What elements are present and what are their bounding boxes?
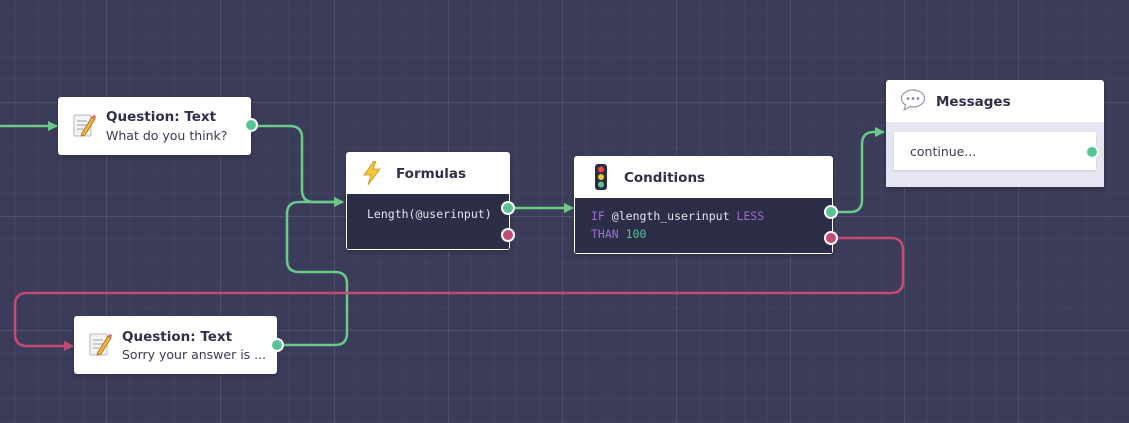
question-text-node-2[interactable]: Question: Text Sorry your answer is ... xyxy=(74,316,284,374)
memo-pencil-icon xyxy=(73,114,96,137)
messages-body: continue... xyxy=(886,122,1104,187)
output-port-success[interactable] xyxy=(244,118,258,132)
formula-code: Length(@userinput) xyxy=(347,194,509,249)
formulas-node[interactable]: Formulas Length(@userinput) xyxy=(346,152,515,250)
memo-pencil-icon xyxy=(89,333,112,356)
wire-conditions-to-messages xyxy=(830,127,885,214)
formula-expression: Length(@userinput) xyxy=(367,207,492,221)
output-port-success[interactable] xyxy=(1085,145,1099,159)
keyword-than: THAN xyxy=(591,227,619,241)
node-subtitle: Sorry your answer is ... xyxy=(122,347,267,362)
node-title: Question: Text xyxy=(122,329,233,345)
output-port-failure[interactable] xyxy=(501,228,515,242)
node-title: Question: Text xyxy=(106,109,217,125)
condition-value: 100 xyxy=(625,227,647,241)
node-subtitle: What do you think? xyxy=(106,128,228,143)
wire-question-1-to-formulas xyxy=(249,124,344,207)
message-text: continue... xyxy=(910,144,977,159)
traffic-light-icon xyxy=(595,164,607,190)
keyword-if: IF xyxy=(591,209,605,223)
messages-node[interactable]: Messages continue... xyxy=(886,80,1104,187)
condition-code: IF @length_userinput LESS THAN 100 xyxy=(575,198,832,253)
message-item[interactable]: continue... xyxy=(894,132,1096,170)
output-port-success[interactable] xyxy=(501,201,515,215)
output-port-failure[interactable] xyxy=(824,231,838,245)
condition-variable: @length_userinput xyxy=(611,209,730,223)
node-title: Conditions xyxy=(624,170,706,186)
conditions-node[interactable]: Conditions IF @length_userinput LESS THA… xyxy=(574,156,838,254)
output-port-success[interactable] xyxy=(824,205,838,219)
speech-bubble-icon xyxy=(900,89,926,111)
question-text-node-1[interactable]: Question: Text What do you think? xyxy=(58,97,258,155)
wire-question-2-to-formulas xyxy=(275,197,349,347)
output-port-success[interactable] xyxy=(270,338,284,352)
wire-conditions-failure-to-question-2 xyxy=(13,236,905,351)
node-title: Formulas xyxy=(396,166,467,182)
keyword-less: LESS xyxy=(736,209,765,223)
lightning-icon xyxy=(363,161,381,185)
node-title: Messages xyxy=(936,94,1011,110)
